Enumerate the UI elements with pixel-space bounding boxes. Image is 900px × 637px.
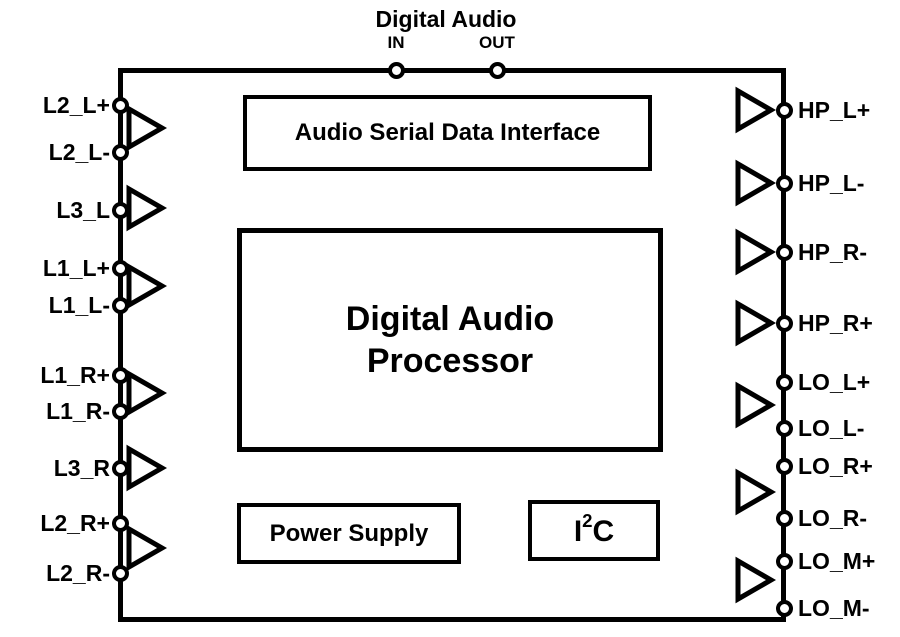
amplifier-icon [126, 444, 168, 492]
amplifier-icon [735, 228, 777, 276]
power-supply-block: Power Supply [237, 503, 461, 564]
amplifier-icon [126, 524, 168, 572]
pin-label-left-6: L1_R+ [40, 362, 110, 388]
pin-left-5 [112, 297, 129, 314]
pin-label-left-7: L1_R- [46, 398, 110, 424]
pin-label-right-2: HP_L- [798, 170, 865, 196]
processor-block: Digital Audio Processor [237, 228, 663, 452]
amplifier-icon [735, 299, 777, 347]
pin-label-left-10: L2_R- [46, 560, 110, 586]
i2c-block: I2C [528, 500, 660, 561]
pin-label-right-4: HP_R+ [798, 310, 873, 336]
pin-label-right-3: HP_R- [798, 239, 868, 265]
pin-label-right-10: LO_M- [798, 595, 870, 621]
pin-right-6 [776, 420, 793, 437]
pin-right-4 [776, 315, 793, 332]
pin-right-8 [776, 510, 793, 527]
processor-label-line1: Digital Audio [345, 300, 555, 338]
pin-label-right-6: LO_L- [798, 415, 865, 441]
amplifier-icon [735, 86, 777, 134]
amplifier-icon [735, 556, 777, 604]
amplifier-icon [735, 159, 777, 207]
pin-left-6 [112, 367, 129, 384]
pin-left-3 [112, 202, 129, 219]
power-supply-label: Power Supply [269, 519, 429, 547]
amplifier-icon [735, 381, 777, 429]
pin-label-left-5: L1_L- [48, 292, 110, 318]
pin-right-2 [776, 175, 793, 192]
pin-left-4 [112, 260, 129, 277]
pin-label-left-3: L3_L [56, 197, 110, 223]
pin-label-left-2: L2_L- [48, 139, 110, 165]
pin-left-7 [112, 403, 129, 420]
amplifier-icon [126, 369, 168, 417]
serial-interface-label: Audio Serial Data Interface [294, 119, 601, 146]
amplifier-icon [126, 184, 168, 232]
amplifier-icon [735, 468, 777, 516]
pin-label-left-8: L3_R [53, 455, 110, 481]
amplifier-icon [126, 104, 168, 152]
pin-right-7 [776, 458, 793, 475]
pin-left-10 [112, 565, 129, 582]
pin-right-5 [776, 374, 793, 391]
pin-right-9 [776, 553, 793, 570]
i2c-label: I2C [573, 509, 615, 548]
pin-left-1 [112, 97, 129, 114]
pin-left-2 [112, 144, 129, 161]
pin-left-8 [112, 460, 129, 477]
pin-label-left-1: L2_L+ [42, 92, 110, 118]
digital-audio-in-label: IN [387, 33, 405, 52]
diagram-title: Digital Audio [375, 6, 517, 32]
pin-label-right-5: LO_L+ [798, 369, 871, 395]
amplifier-icon [126, 262, 168, 310]
serial-interface-block: Audio Serial Data Interface [243, 95, 652, 171]
pin-label-right-7: LO_R+ [798, 453, 873, 479]
pin-label-right-1: HP_L+ [798, 97, 871, 123]
pin-digital-out [489, 62, 506, 79]
pin-label-right-9: LO_M+ [798, 548, 876, 574]
pin-right-1 [776, 102, 793, 119]
pin-label-right-8: LO_R- [798, 505, 867, 531]
processor-label-line2: Processor [366, 342, 534, 380]
pin-right-10 [776, 600, 793, 617]
pin-digital-in [388, 62, 405, 79]
digital-audio-out-label: OUT [479, 33, 515, 52]
pin-right-3 [776, 244, 793, 261]
pin-label-left-9: L2_R+ [40, 510, 110, 536]
pin-label-left-4: L1_L+ [42, 255, 110, 281]
pin-left-9 [112, 515, 129, 532]
